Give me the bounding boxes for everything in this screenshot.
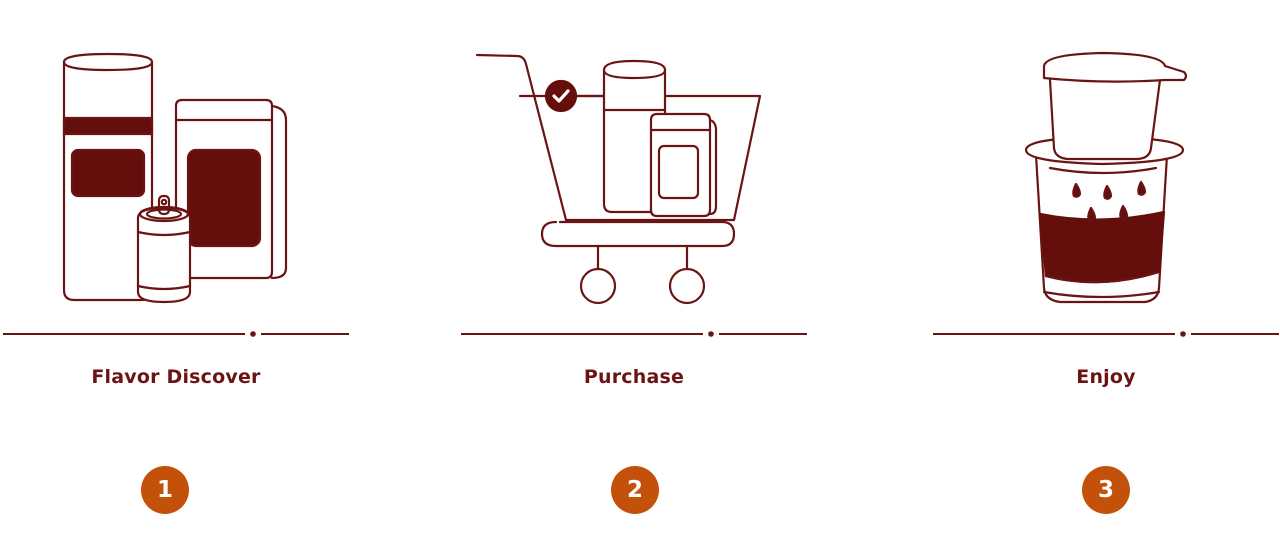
step-number-badge-3: 3 [1082,466,1130,514]
divider-step-1 [3,331,349,337]
coffee-products-icon [62,52,288,304]
step-title-enjoy: Enjoy [1076,366,1136,388]
divider-step-2 [461,331,807,337]
step-number-badge-1: 1 [141,466,189,514]
step-title-flavor-discover: Flavor Discover [91,366,261,388]
step-title-purchase: Purchase [583,366,685,388]
coffee-drip-filter-icon [1024,51,1188,304]
shopping-cart-icon [475,53,762,305]
divider-step-3 [933,331,1279,337]
step-number-badge-2: 2 [611,466,659,514]
